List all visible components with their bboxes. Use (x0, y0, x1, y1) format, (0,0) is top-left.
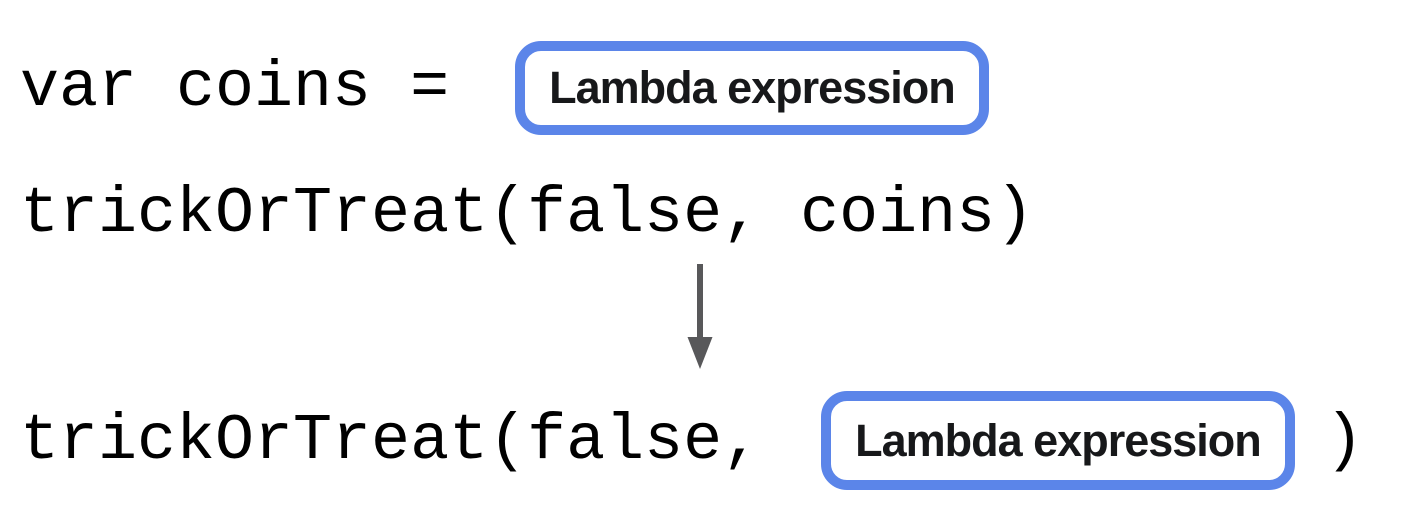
code-var-declaration: var coins = (20, 51, 450, 125)
result-call-line: trickOrTreat(false, Lambda expression ) (20, 391, 1364, 490)
lambda-expression-box: Lambda expression (821, 391, 1295, 490)
assignment-line: var coins = Lambda expression (20, 41, 989, 135)
lambda-expression-label: Lambda expression (549, 62, 956, 113)
lambda-expression-label: Lambda expression (855, 414, 1262, 466)
code-function-call-before-arg: trickOrTreat(false, (20, 403, 762, 478)
function-call-line: trickOrTreat(false, coins) (20, 176, 1034, 252)
code-closing-paren: ) (1324, 403, 1364, 478)
down-arrow-icon (687, 264, 713, 369)
code-function-call: trickOrTreat(false, coins) (20, 177, 1035, 251)
lambda-expression-box: Lambda expression (515, 41, 989, 135)
